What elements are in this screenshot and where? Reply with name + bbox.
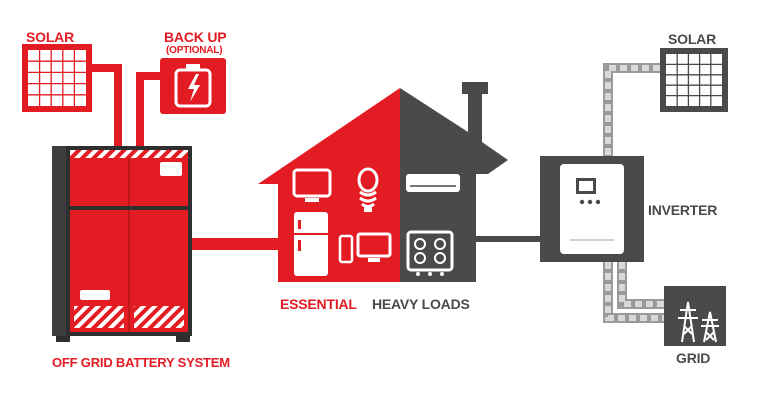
battery-cabinet-icon [52,146,192,342]
solar-right-label: SOLAR [668,31,717,47]
stove-icon [406,230,454,276]
solar-panel-right-icon [660,48,728,112]
solar-panel-left-icon [22,44,92,112]
right-feed-lines [603,63,664,323]
grid-pylon-icon [664,286,726,346]
backup-optional-label: (OPTIONAL) [166,45,223,56]
battery-to-house-line [192,238,284,250]
grid-label: GRID [676,350,711,366]
heavy-loads-label: HEAVY LOADS [372,296,470,312]
backup-label: BACK UP [164,29,227,45]
tv-icon [292,168,332,202]
battery-system-label: OFF GRID BATTERY SYSTEM [52,355,230,370]
left-feed-lines [92,64,160,148]
essential-label: ESSENTIAL [280,296,357,312]
backup-generator-icon [160,58,226,114]
solar-left-label: SOLAR [26,29,75,45]
light-bulb-icon [357,167,379,212]
fridge-icon [294,212,328,276]
inverter-icon [540,156,644,262]
air-conditioner-icon [406,174,460,192]
house-to-inverter-line [476,236,542,242]
phone-and-monitor-icon [338,232,392,264]
inverter-label: INVERTER [648,202,718,218]
